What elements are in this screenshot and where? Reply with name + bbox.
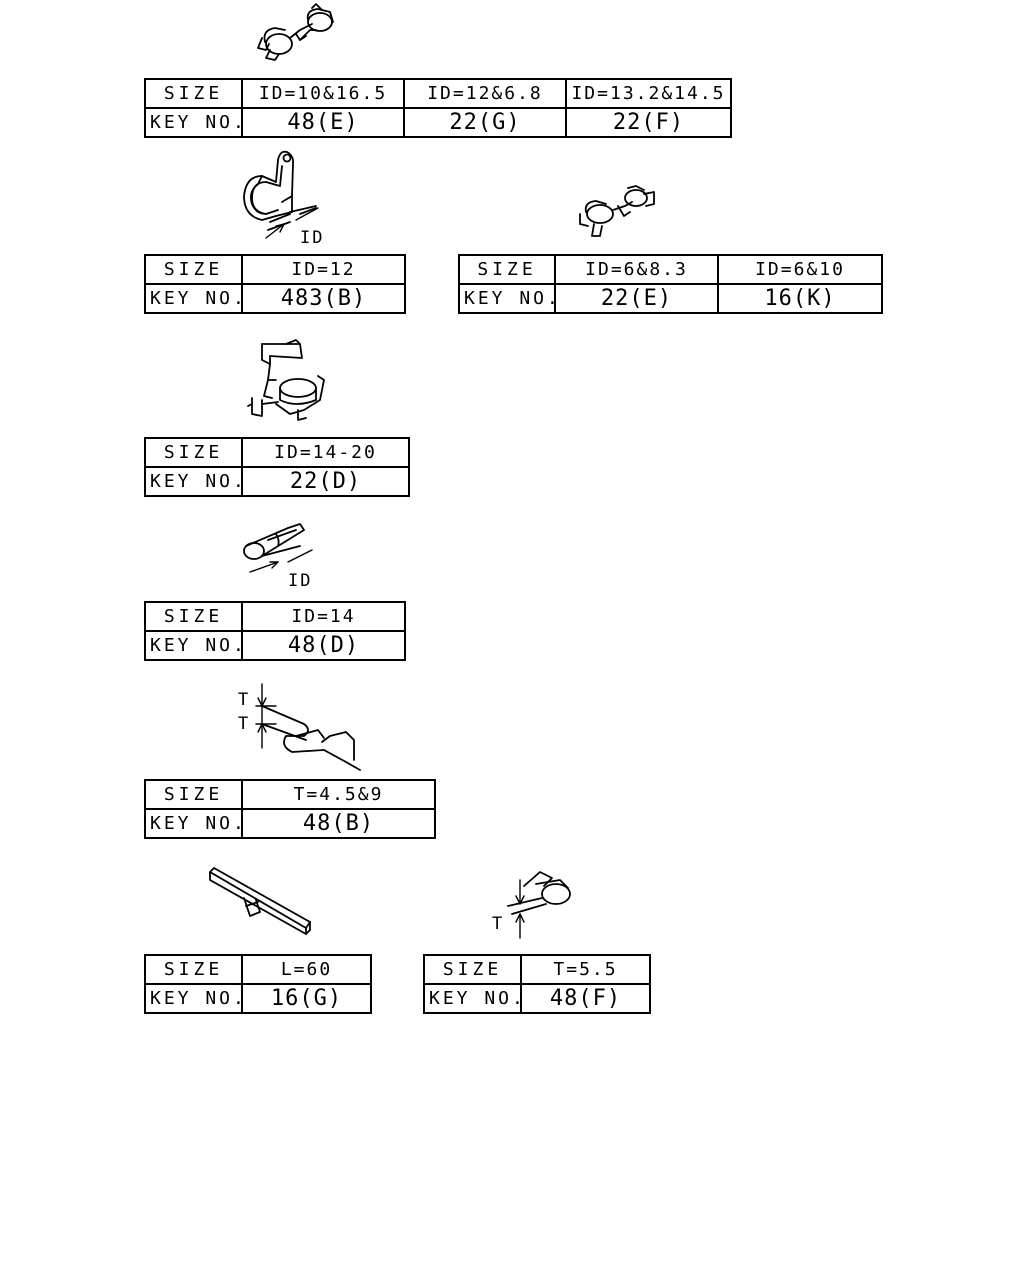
size-header: SIZE [144, 254, 243, 285]
size-header: SIZE [144, 437, 243, 468]
key-cell: 22(E) [554, 283, 719, 314]
t-dimension-label: T [238, 714, 251, 734]
size-cell: ID=13.2&14.5 [565, 78, 732, 109]
stacked-clamp-clip-icon [247, 339, 325, 421]
key-cell: 48(E) [241, 107, 405, 138]
key-table-4: SIZE ID=14-20 KEY NO. 22(D) [144, 437, 410, 497]
key-cell: 16(K) [717, 283, 883, 314]
key-table-1: SIZE ID=10&16.5 ID=12&6.8 ID=13.2&14.5 K… [144, 78, 732, 138]
size-cell: T=5.5 [520, 954, 651, 985]
size-cell: L=60 [241, 954, 372, 985]
t-dimension-arrows-icon [515, 879, 525, 939]
key-cell: 22(F) [565, 107, 732, 138]
t-dimension-label: T [492, 914, 505, 934]
key-cell: 16(G) [241, 983, 372, 1014]
spring-clip-icon [261, 705, 361, 771]
double-clamp-clip-icon [257, 3, 334, 61]
key-no-header: KEY NO. [458, 283, 556, 314]
id-dimension-arrow-icon [265, 207, 319, 239]
small-double-clamp-clip-icon [579, 185, 655, 237]
size-header: SIZE [144, 779, 243, 810]
tube-clip-icon [243, 523, 305, 560]
strap-clip-icon [209, 867, 311, 935]
key-no-header: KEY NO. [423, 983, 522, 1014]
id-dimension-label: ID [300, 228, 325, 248]
size-cell: T=4.5&9 [241, 779, 436, 810]
size-cell: ID=6&10 [717, 254, 883, 285]
key-cell: 48(B) [241, 808, 436, 839]
t-dimension-label: T [238, 690, 251, 710]
key-no-header: KEY NO. [144, 107, 243, 138]
key-cell: 22(G) [403, 107, 567, 138]
flat-spring-clip-icon [507, 871, 571, 915]
key-table-2: SIZE ID=12 KEY NO. 483(B) [144, 254, 406, 314]
t-dimension-arrows-icon [255, 683, 277, 749]
size-cell: ID=6&8.3 [554, 254, 719, 285]
key-cell: 22(D) [241, 466, 410, 497]
size-cell: ID=10&16.5 [241, 78, 405, 109]
size-header: SIZE [144, 954, 243, 985]
key-table-5: SIZE ID=14 KEY NO. 48(D) [144, 601, 406, 661]
key-table-8: SIZE T=5.5 KEY NO. 48(F) [423, 954, 651, 1014]
size-header: SIZE [144, 601, 243, 632]
id-dimension-label: ID [288, 571, 313, 591]
size-header: SIZE [423, 954, 522, 985]
key-table-6: SIZE T=4.5&9 KEY NO. 48(B) [144, 779, 436, 839]
key-cell: 48(F) [520, 983, 651, 1014]
key-cell: 483(B) [241, 283, 406, 314]
key-cell: 48(D) [241, 630, 406, 661]
key-no-header: KEY NO. [144, 630, 243, 661]
key-no-header: KEY NO. [144, 466, 243, 497]
key-no-header: KEY NO. [144, 983, 243, 1014]
key-no-header: KEY NO. [144, 283, 243, 314]
size-cell: ID=14-20 [241, 437, 410, 468]
size-cell: ID=14 [241, 601, 406, 632]
size-header: SIZE [144, 78, 243, 109]
p-clamp-clip-icon [243, 150, 317, 231]
key-table-3: SIZE ID=6&8.3 ID=6&10 KEY NO. 22(E) 16(K… [458, 254, 883, 314]
key-table-7: SIZE L=60 KEY NO. 16(G) [144, 954, 372, 1014]
size-cell: ID=12&6.8 [403, 78, 567, 109]
key-no-header: KEY NO. [144, 808, 243, 839]
size-header: SIZE [458, 254, 556, 285]
size-cell: ID=12 [241, 254, 406, 285]
id-dimension-arrow-icon [249, 549, 313, 573]
